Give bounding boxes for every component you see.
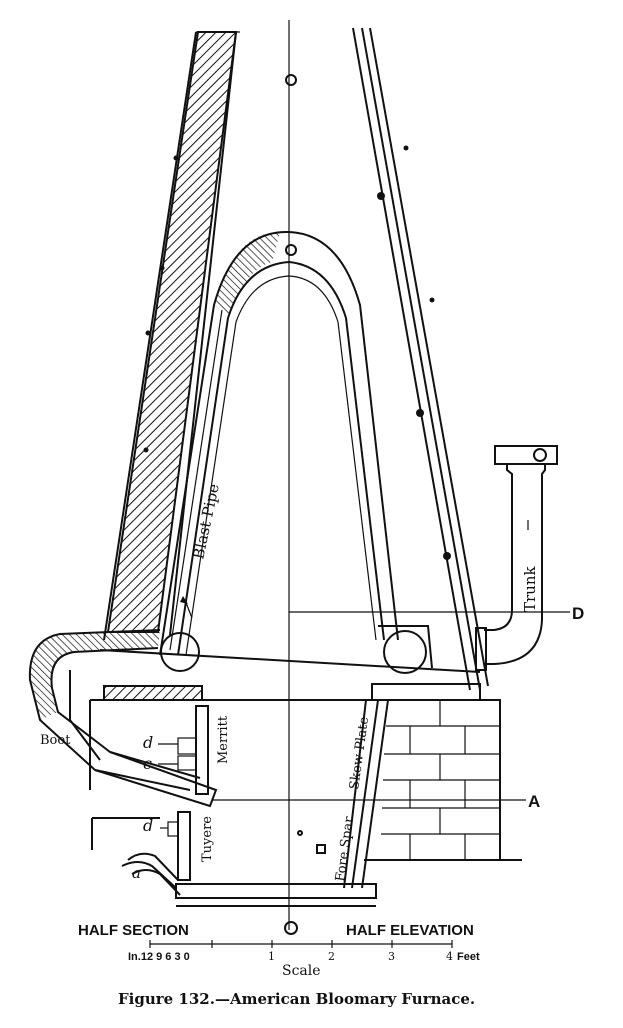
label-skew-plate: Skew Plate <box>347 716 372 791</box>
label-trunk: Trunk <box>521 566 539 612</box>
scale-tick-1: 1 <box>268 950 275 963</box>
scale-tick-4: 4 <box>446 950 453 963</box>
scale-title: Scale <box>282 963 321 979</box>
label-a-right: A <box>528 792 540 811</box>
label-boot: Boot <box>40 733 71 748</box>
label-tuyere: Tuyere <box>200 816 215 862</box>
label-d-upper: d <box>143 733 153 752</box>
boot <box>28 629 218 808</box>
scale-bar <box>149 940 453 948</box>
scale-unit: Feet <box>457 951 480 963</box>
furnace-bosh <box>89 649 481 790</box>
pipe-end-left <box>160 632 200 672</box>
tuyere-assembly <box>91 811 377 907</box>
figure-caption: Figure 132.—American Bloomary Furnace. <box>118 990 475 1008</box>
label-merritt: Merritt <box>216 715 231 764</box>
stack-wall-section <box>106 31 238 633</box>
label-half-section: HALF SECTION <box>78 922 189 939</box>
scale-tick-3: 3 <box>388 950 395 963</box>
merritt-plate <box>158 705 209 795</box>
label-d-right: D <box>572 604 584 623</box>
blast-pipe-arch <box>159 230 399 656</box>
pipe-end-right <box>383 630 427 674</box>
scale-left-ticks: In.12 9 6 3 0 <box>128 951 190 963</box>
brick-pier <box>364 699 522 861</box>
label-d-lower: d <box>143 816 153 835</box>
label-half-elevation: HALF ELEVATION <box>346 922 474 939</box>
label-c-upper: c <box>143 754 152 773</box>
fore-spar <box>297 699 389 889</box>
scale-tick-2: 2 <box>328 950 335 963</box>
trunk <box>475 445 558 671</box>
furnace-stack <box>103 27 489 691</box>
label-a-lower: a <box>132 864 141 882</box>
